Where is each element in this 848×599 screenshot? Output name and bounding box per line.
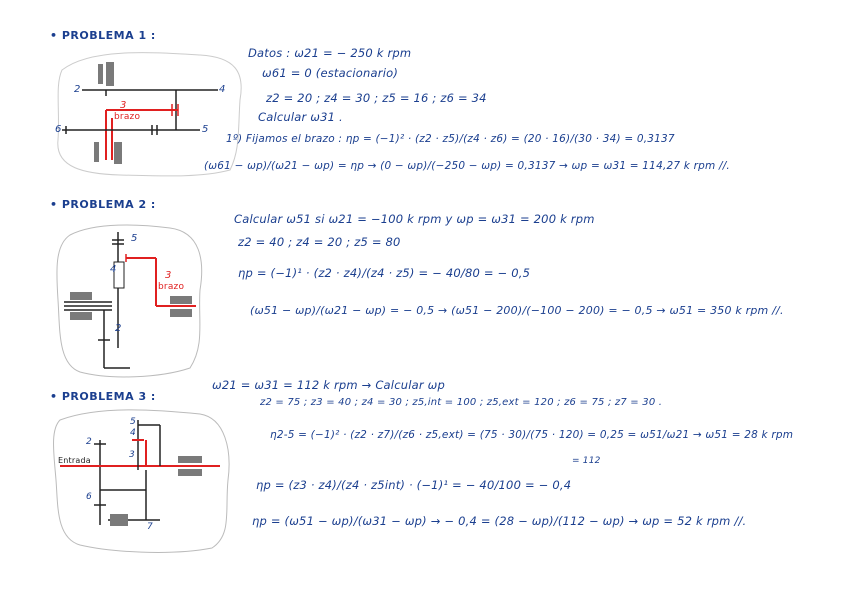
problem-3-title: • PROBLEMA 3 : xyxy=(50,390,156,403)
p3-line-1: ω21 = ω31 = 112 k rpm → Calcular ωp xyxy=(212,378,445,392)
p3-line-4: = 112 xyxy=(572,456,601,466)
p3-line-6: ηp = (ω51 − ωp)/(ω31 − ωp) → − 0,4 = (28… xyxy=(252,514,747,528)
p3-label-4: 4 xyxy=(130,428,136,438)
diagram-problema-2 xyxy=(56,224,203,378)
p3-label-6: 6 xyxy=(86,492,92,502)
p3-label-5: 5 xyxy=(130,417,136,427)
p3-label-3: 3 xyxy=(129,450,135,460)
p3-line-2: z2 = 75 ; z3 = 40 ; z4 = 30 ; z5,int = 1… xyxy=(260,397,663,408)
p1-line-2: ω61 = 0 (estacionario) xyxy=(262,66,399,80)
p1-label-5: 5 xyxy=(202,124,209,135)
p3-label-2: 2 xyxy=(86,437,92,447)
p1-line-4: Calcular ω31 . xyxy=(258,110,343,124)
problem-2-title: • PROBLEMA 2 : xyxy=(50,198,156,211)
p1-label-2: 2 xyxy=(74,84,81,95)
p3-line-3: η2-5 = (−1)² · (z2 · z7)/(z6 · z5,ext) =… xyxy=(270,429,794,441)
p2-label-brazo: brazo xyxy=(158,282,185,292)
diagram-problema-3 xyxy=(53,409,230,553)
p3-line-5: ηp = (z3 · z4)/(z4 · z5int) · (−1)¹ = − … xyxy=(256,478,572,492)
p1-label-6: 6 xyxy=(55,124,62,135)
p1-label-3: 3 xyxy=(120,100,127,111)
diagram-problema-1 xyxy=(57,52,242,177)
p2-line-1: Calcular ω51 si ω21 = −100 k rpm y ωp = … xyxy=(234,212,595,226)
p3-label-entrada: Entrada xyxy=(58,456,91,465)
p1-line-5: 1º) Fijamos el brazo : ηp = (−1)² · (z2 … xyxy=(226,133,675,145)
p3-label-7: 7 xyxy=(147,522,153,532)
p1-line-3: z2 = 20 ; z4 = 30 ; z5 = 16 ; z6 = 34 xyxy=(266,91,487,105)
p1-label-4: 4 xyxy=(219,84,226,95)
problem-1-title: • PROBLEMA 1 : xyxy=(50,29,156,42)
p1-line-6: (ω61 − ωp)/(ω21 − ωp) = ηp → (0 − ωp)/(−… xyxy=(204,160,730,172)
p2-label-4: 4 xyxy=(110,264,117,275)
p2-line-3: ηp = (−1)¹ · (z2 · z4)/(z4 · z5) = − 40/… xyxy=(238,266,531,280)
p1-label-brazo: brazo xyxy=(114,112,141,122)
p2-line-4: (ω51 − ωp)/(ω21 − ωp) = − 0,5 → (ω51 − 2… xyxy=(250,304,784,317)
p2-line-2: z2 = 40 ; z4 = 20 ; z5 = 80 xyxy=(238,235,401,249)
p2-label-3: 3 xyxy=(165,270,172,281)
p2-label-2: 2 xyxy=(115,323,122,334)
p1-line-1: Datos : ω21 = − 250 k rpm xyxy=(248,46,412,60)
p2-label-5: 5 xyxy=(131,233,138,244)
